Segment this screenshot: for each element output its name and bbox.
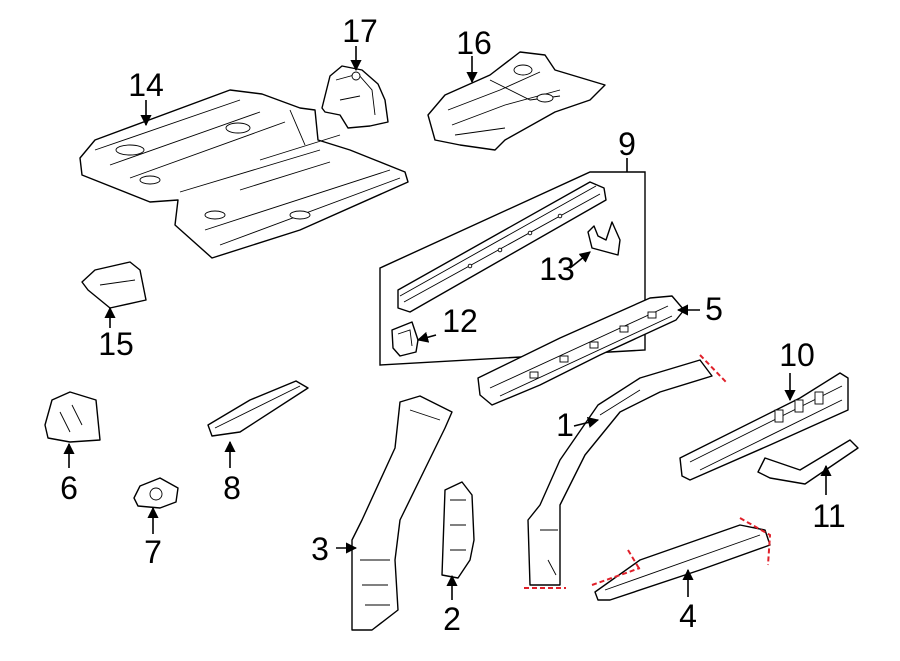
callout-2: 2 — [443, 601, 461, 637]
part-12-end-cap[interactable] — [391, 321, 419, 357]
leader-arrows — [63, 46, 832, 600]
callout-11: 11 — [812, 498, 845, 534]
part-14-floor-pan[interactable] — [79, 89, 409, 259]
part-4-rocker-lower[interactable] — [594, 524, 771, 601]
part-3-b-pillar[interactable] — [351, 395, 453, 631]
part-2-reinforcement[interactable] — [441, 481, 475, 579]
callout-1: 1 — [556, 407, 574, 443]
part-9-group-box — [379, 171, 646, 366]
part-1-pillar[interactable] — [527, 359, 713, 586]
part-15-gusset[interactable] — [81, 261, 147, 309]
part-1-cut-line-top — [699, 354, 727, 383]
part-5-reinforcement[interactable] — [477, 295, 685, 406]
callout-5: 5 — [705, 291, 723, 327]
callout-12: 12 — [442, 303, 478, 339]
callout-8: 8 — [223, 470, 241, 506]
callout-14: 14 — [128, 67, 164, 103]
callout-3: 3 — [311, 531, 329, 567]
part-11-trim-strip[interactable] — [757, 439, 859, 485]
part-6-bracket[interactable] — [44, 391, 101, 443]
callout-16: 16 — [456, 25, 492, 61]
callout-7: 7 — [144, 534, 162, 570]
part-8-bracket[interactable] — [207, 380, 309, 437]
part-7-bracket[interactable] — [133, 477, 179, 509]
part-10-outer-rocker[interactable] — [679, 372, 849, 481]
part-4-cut-line-right — [739, 517, 772, 566]
callout-15: 15 — [98, 326, 134, 362]
part-9-inner-rocker[interactable] — [397, 181, 607, 313]
callout-13: 13 — [539, 251, 575, 287]
part-17-bracket[interactable] — [321, 65, 389, 129]
part-13-bracket[interactable] — [587, 221, 621, 256]
callout-4: 4 — [679, 598, 697, 634]
callout-9: 9 — [618, 126, 636, 162]
callout-10: 10 — [779, 337, 815, 373]
part-4-cut-line-left — [591, 549, 641, 586]
callout-17: 17 — [342, 13, 378, 49]
callout-6: 6 — [60, 470, 78, 506]
part-16-rear-floor-pan[interactable] — [427, 51, 606, 151]
